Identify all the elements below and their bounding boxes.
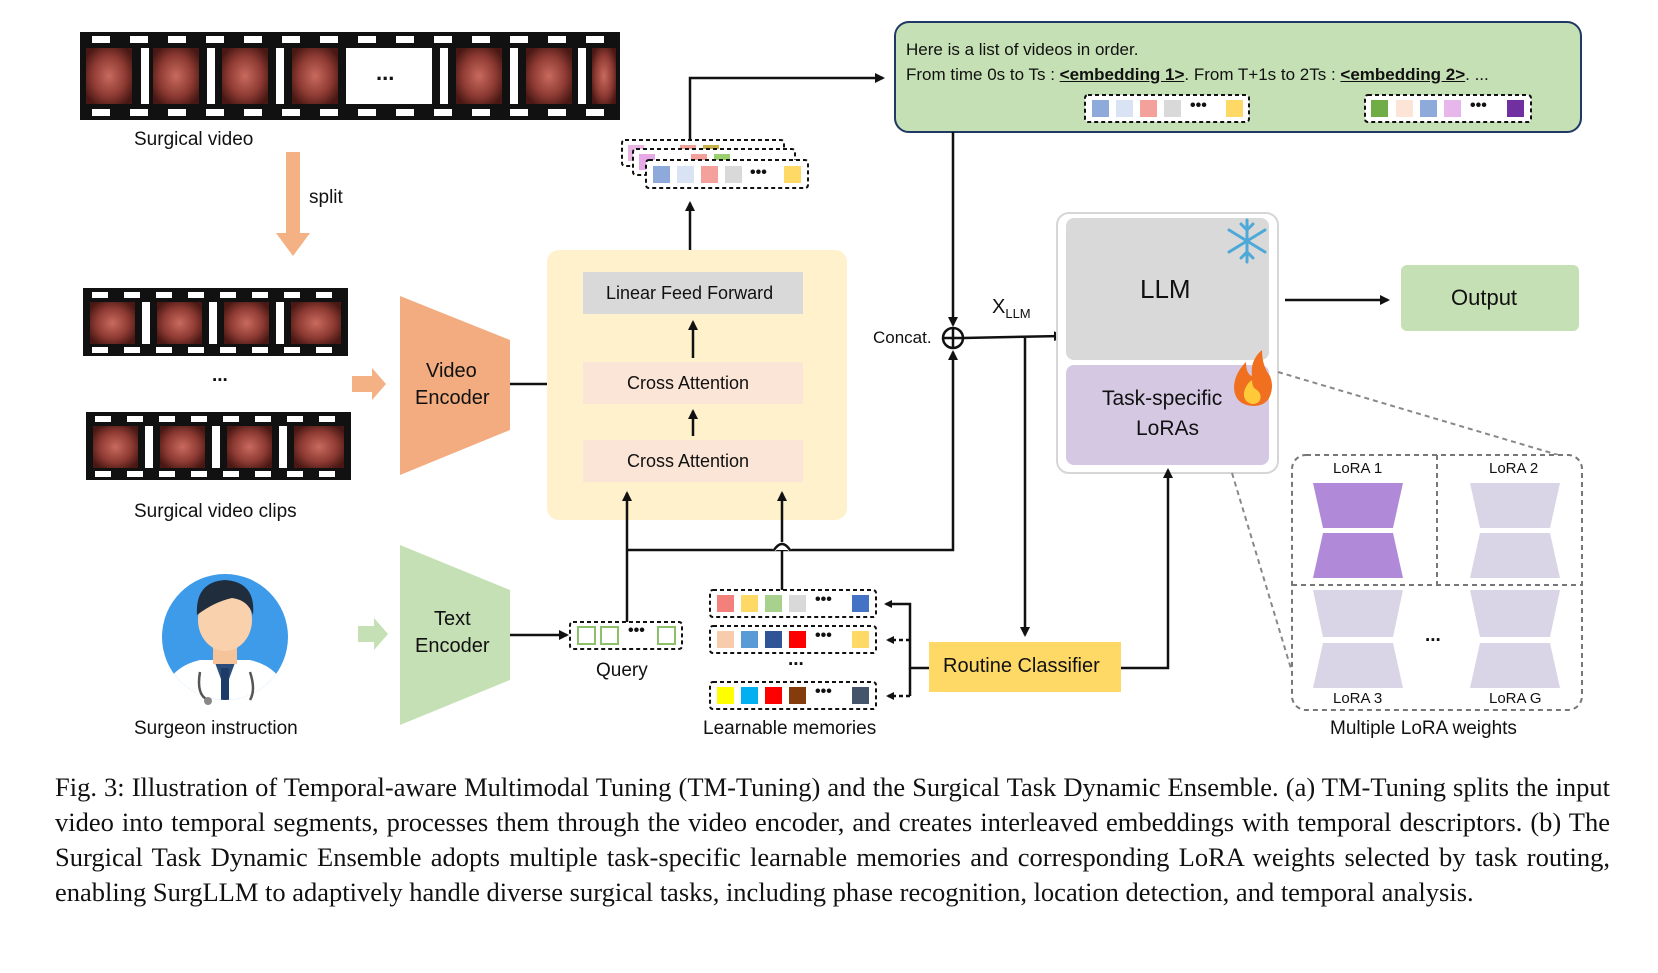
cross-attention-box-upper: [583, 362, 803, 404]
lora-2-label: LoRA 2: [1489, 460, 1539, 477]
text-encoder-label-2: Encoder: [415, 635, 490, 657]
prompt-embedding-2: <embedding 2>: [1340, 65, 1466, 84]
memory-2-dots: •••: [815, 627, 832, 644]
x-llm-main: X: [992, 296, 1006, 318]
memories-ellipsis: ...: [788, 649, 804, 670]
surgical-video-clips-label: Surgical video clips: [134, 501, 297, 522]
cross-attention-label-upper: Cross Attention: [627, 373, 750, 393]
routine-classifier-label: Routine Classifier: [943, 655, 1100, 677]
x-llm-label: XLLM: [992, 296, 1031, 321]
concat-label: Concat.: [873, 328, 932, 347]
cross-attention-box-lower: [583, 440, 803, 482]
embedding-2-tokens: [1364, 94, 1532, 123]
lora-ellipsis: ...: [1425, 625, 1441, 646]
clips-ellipsis: ...: [212, 365, 228, 386]
learnable-memory-1: [709, 589, 877, 618]
split-label: split: [309, 187, 343, 208]
query-token-dots: •••: [628, 622, 645, 639]
clips-to-encoder-arrow: [352, 368, 386, 400]
video-encoder-label-2: Encoder: [415, 387, 490, 409]
cross-attention-label-lower: Cross Attention: [627, 451, 750, 471]
video-clip-strip-1: [83, 288, 348, 356]
x-llm-subscript: LLM: [1005, 306, 1031, 321]
prompt-part-2: . From T+1s to 2Ts :: [1184, 65, 1341, 84]
memory-n-dots: •••: [815, 683, 832, 700]
routine-classifier-box: [929, 642, 1121, 692]
query-tokens: [569, 621, 683, 650]
surgeon-avatar-icon: [162, 574, 288, 705]
task-specific-label-2: LoRAs: [1136, 417, 1200, 440]
fire-icon: [1234, 350, 1272, 406]
prompt-line-2: From time 0s to Ts : <embedding 1>. From…: [906, 65, 1489, 85]
lora-1-shape: [1313, 483, 1403, 578]
embedding-2-dots: •••: [1470, 97, 1487, 114]
linear-feed-forward-box: [583, 272, 803, 314]
lora-g-label: LoRA G: [1489, 690, 1542, 707]
lora-3-label: LoRA 3: [1333, 690, 1383, 707]
prompt-line-1: Here is a list of videos in order.: [906, 40, 1139, 59]
concat-operator: [941, 326, 965, 350]
prompt-embedding-1: <embedding 1>: [1059, 65, 1185, 84]
output-label: Output: [1451, 285, 1518, 310]
linear-feed-forward-label: Linear Feed Forward: [606, 283, 774, 303]
query-label: Query: [596, 660, 648, 681]
stack-token-dots: •••: [750, 164, 767, 181]
video-encoder-label-1: Video: [426, 360, 477, 382]
surgical-video-label: Surgical video: [134, 129, 254, 150]
learnable-memories-label: Learnable memories: [703, 718, 877, 739]
learnable-memory-2: [709, 625, 877, 654]
surgical-video-filmstrip: [80, 32, 620, 120]
text-encoder-label-1: Text: [434, 608, 471, 630]
learnable-memory-n: [709, 681, 877, 710]
surgeon-instruction-label: Surgeon instruction: [134, 718, 298, 739]
temporal-embedding-stack: [621, 139, 809, 189]
video-clip-strip-2: [86, 412, 351, 480]
lora-3-shape: [1313, 590, 1403, 688]
lora-2-shape: [1470, 483, 1560, 578]
instruction-to-encoder-arrow: [358, 618, 388, 650]
embedding-1-dots: •••: [1190, 97, 1207, 114]
lora-g-shape: [1470, 590, 1560, 688]
llm-label: LLM: [1140, 274, 1191, 304]
prompt-part-1: From time 0s to Ts :: [906, 65, 1060, 84]
prompt-part-3: . ...: [1465, 65, 1489, 84]
text-encoder: [400, 545, 510, 725]
llm-box: [1066, 218, 1269, 360]
task-specific-label-1: Task-specific: [1102, 387, 1223, 410]
memory-1-dots: •••: [815, 591, 832, 608]
split-arrow: [276, 152, 310, 256]
output-box: [1401, 265, 1579, 331]
figure-caption: Fig. 3: Illustration of Temporal-aware M…: [55, 772, 1610, 907]
video-encoder: [400, 296, 510, 475]
lora-1-label: LoRA 1: [1333, 460, 1383, 477]
task-specific-loras-box: [1066, 365, 1269, 465]
snowflake-icon: [1227, 218, 1267, 264]
embedding-1-tokens: [1084, 94, 1250, 123]
multiple-lora-weights-label: Multiple LoRA weights: [1330, 718, 1517, 739]
film-ellipsis: ...: [376, 60, 395, 85]
